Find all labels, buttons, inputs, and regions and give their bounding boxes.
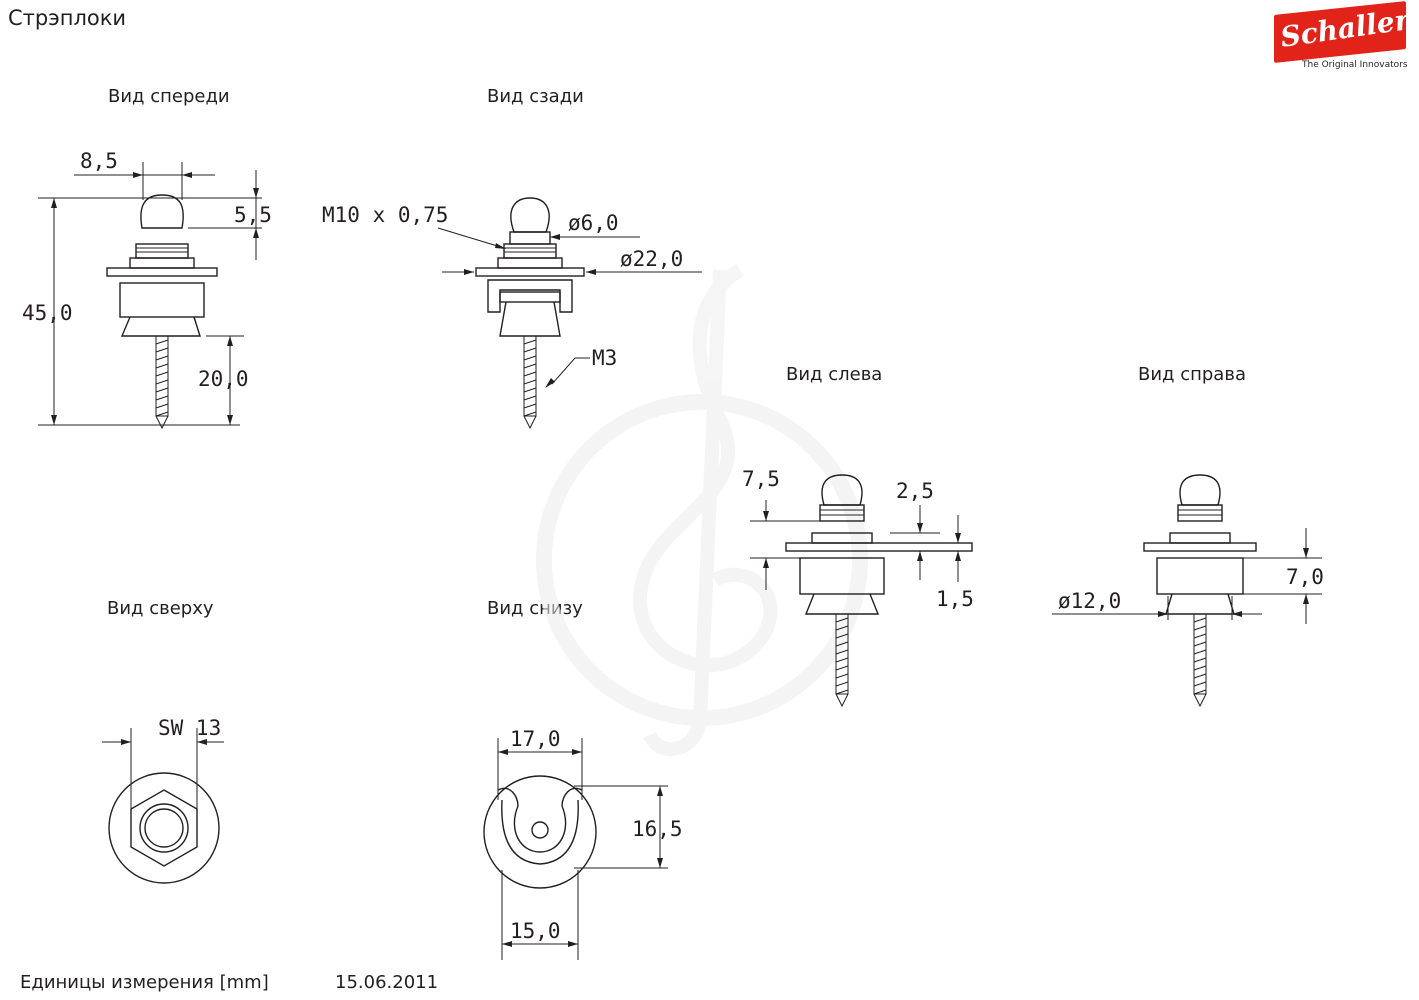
front-view-drawing: 8,5 5,5 45,0 20,0 [22,149,272,429]
dim-front-width: 8,5 [80,149,118,173]
label-front-view: Вид спереди [108,86,230,107]
dim-bottom-h16: 16,5 [632,817,683,841]
dim-left-a: 7,5 [742,467,780,491]
label-top-view: Вид сверху [107,598,214,619]
label-back-view: Вид сзади [487,86,584,107]
page-title: Стрэплоки [8,6,127,30]
drawing-date: 15.06.2011 [335,972,439,993]
top-view-drawing: SW 13 [102,716,224,884]
dim-bottom-w17: 17,0 [510,727,561,751]
dim-front-head: 5,5 [234,203,272,227]
units-note: Единицы измерения [mm] [20,972,269,993]
label-left-view: Вид слева [786,364,883,385]
dim-back-thread: M10 x 0,75 [322,203,448,227]
bottom-view-drawing: 17,0 16,5 15,0 [483,727,683,960]
right-view-drawing: 7,0 ø12,0 [1052,474,1324,707]
dim-back-d6: ø6,0 [568,211,619,235]
dim-bottom-w15: 15,0 [510,919,561,943]
dim-left-c: 1,5 [936,587,974,611]
dim-back-d22: ø22,0 [620,247,683,271]
dim-right-d12: ø12,0 [1058,589,1121,613]
left-view-drawing: 7,5 2,5 1,5 [742,467,974,707]
watermark-clef-icon [536,264,868,757]
back-view-drawing: M10 x 0,75 ø6,0 ø22,0 M3 [322,197,702,429]
dim-back-screw: M3 [592,346,617,370]
logo-tagline: The Original Innovators [1302,60,1408,70]
dim-left-b: 2,5 [896,479,934,503]
dim-top-sw: SW 13 [158,716,221,740]
dim-right-h: 7,0 [1286,565,1324,589]
schaller-logo: Schaller The Original Innovators [1272,1,1412,74]
dim-front-total: 45,0 [22,301,73,325]
dim-front-screw: 20,0 [198,367,249,391]
label-right-view: Вид справа [1138,364,1246,385]
